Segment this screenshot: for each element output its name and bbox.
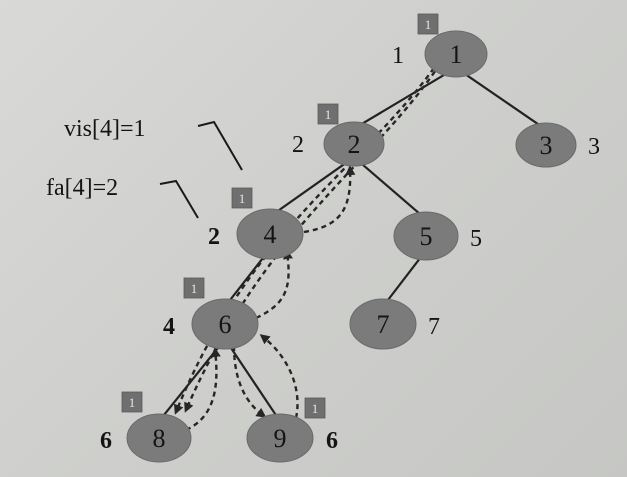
arrow-1-to-8 xyxy=(174,67,435,415)
node-side-value: 2 xyxy=(292,132,304,158)
edge-1-3 xyxy=(455,66,547,131)
visited-flag-value: 1 xyxy=(325,107,332,122)
visited-flag-box xyxy=(417,13,439,35)
node-2: 2 2 1 xyxy=(292,103,385,167)
node-4: 4 2 1 xyxy=(208,187,304,260)
node-label: 9 xyxy=(274,424,287,453)
node-ellipse xyxy=(191,298,259,350)
node-label: 7 xyxy=(377,310,390,339)
node-9: 9 61 xyxy=(246,397,338,463)
arrow-6-to-4 xyxy=(255,249,293,320)
fa-annotation: fa[4]=2 xyxy=(46,175,118,201)
node-side-value: 1 xyxy=(392,43,404,69)
visited-flag-value: 1 xyxy=(239,191,246,206)
visited-flag-value: 1 xyxy=(191,281,198,296)
node-ellipse xyxy=(424,30,488,78)
node-ellipse xyxy=(515,122,577,168)
node-label: 1 xyxy=(450,40,463,69)
edge-1-2 xyxy=(353,66,457,130)
node-label: 5 xyxy=(420,222,433,251)
node-label: 6 xyxy=(219,310,232,339)
node-side-value: 3 xyxy=(588,134,600,160)
node-side-value: 6 xyxy=(326,428,338,454)
visited-flag-box xyxy=(121,391,143,413)
node-label: 4 xyxy=(264,220,277,249)
node-ellipse xyxy=(126,413,192,463)
vis-annotation: vis[4]=1 xyxy=(64,116,146,142)
edge-2-5 xyxy=(353,156,427,221)
node-ellipse xyxy=(393,211,459,261)
arrow-8-to-6 xyxy=(185,347,221,432)
node-side-value: 7 xyxy=(428,314,440,340)
visited-flag-value: 1 xyxy=(129,395,136,410)
vis-leader-line xyxy=(197,120,243,171)
edge-6-9 xyxy=(224,338,281,422)
visited-flag-box xyxy=(183,277,205,299)
node-label: 2 xyxy=(348,130,361,159)
node-1: 1 1 1 xyxy=(392,13,488,78)
visited-flag-box xyxy=(317,103,339,125)
edge-2-4 xyxy=(269,156,355,218)
arrow-9-to-6 xyxy=(259,334,299,419)
annotations-layer: vis[4]=1 fa[4]=2 xyxy=(46,116,243,219)
visited-flag-box xyxy=(231,187,253,209)
arrow-4-to-2 xyxy=(303,165,356,234)
node-side-value: 6 xyxy=(100,428,112,454)
node-8: 8 6 1 xyxy=(100,391,192,463)
node-ellipse xyxy=(236,208,304,260)
node-ellipse xyxy=(246,413,314,463)
node-label: 3 xyxy=(540,131,553,160)
visited-flag-value: 1 xyxy=(425,17,432,32)
node-side-value: 4 xyxy=(163,314,175,340)
node-ellipse xyxy=(323,121,385,167)
node-label: 8 xyxy=(153,424,166,453)
arrow-6-to-9 xyxy=(232,345,267,418)
visited-flag-value: 1 xyxy=(312,401,319,416)
node-side-value: 2 xyxy=(208,224,220,250)
node-ellipse xyxy=(349,298,417,350)
node-side-value: 5 xyxy=(470,226,482,252)
fa-leader-line xyxy=(159,179,199,219)
visited-flag-box xyxy=(304,397,326,419)
node-6: 6 4 1 xyxy=(163,277,259,350)
